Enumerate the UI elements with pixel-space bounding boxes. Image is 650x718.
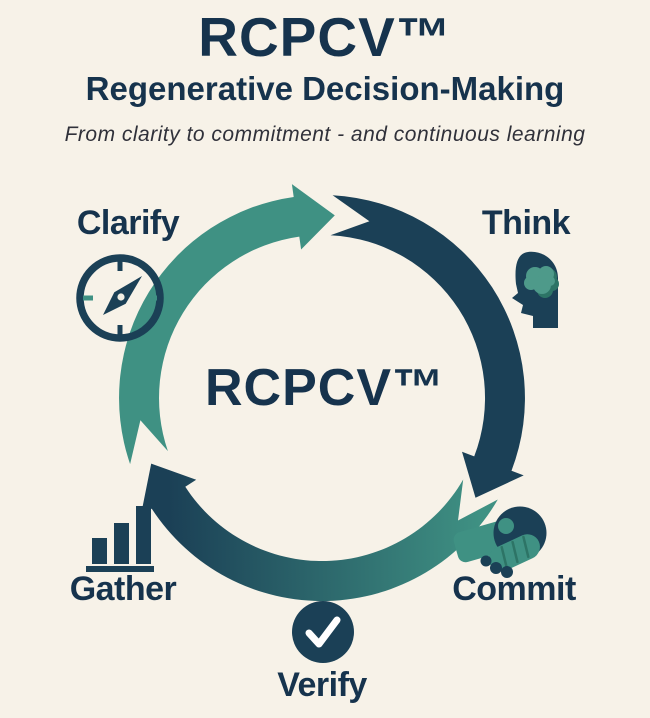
cycle-arrow-segment [330, 195, 525, 498]
handshake-icon [453, 506, 547, 578]
node-label-clarify: Clarify [76, 204, 180, 242]
compass-icon [76, 254, 164, 342]
page-subtitle: Regenerative Decision-Making [85, 70, 565, 107]
page-tagline: From clarity to commitment - and continu… [64, 123, 586, 146]
head-brain-icon [512, 251, 559, 328]
node-label-gather: Gather [69, 570, 177, 608]
check-circle-icon [292, 601, 354, 663]
node-label-verify: Verify [277, 666, 367, 704]
brain-shape [524, 266, 559, 298]
node-label-think: Think [481, 204, 571, 242]
node-label-commit: Commit [452, 570, 576, 608]
cycle-center-label: RCPCV™ [204, 359, 446, 417]
cycle-arrow-segment [119, 184, 335, 465]
cycle-arrow-segment [140, 463, 498, 602]
bar-chart-icon [86, 506, 154, 572]
page-title: RCPCV™ [198, 6, 452, 68]
